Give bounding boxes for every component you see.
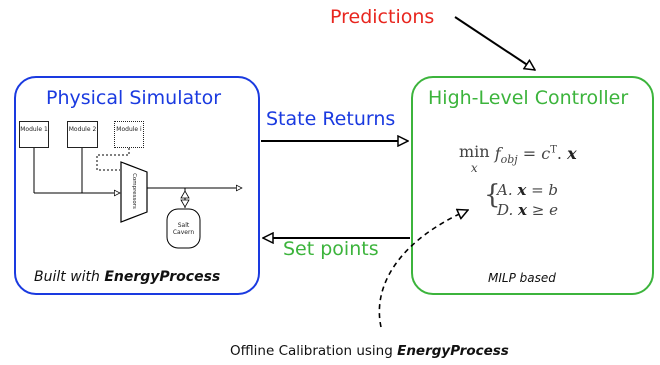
controller-caption: MILP based (488, 271, 556, 285)
module-2-label: Module 2 (68, 126, 97, 133)
module-2-box: Module 2 (67, 121, 98, 148)
physical-simulator-caption: Built with EnergyProcess (34, 269, 221, 285)
module-i-box: Module i (114, 121, 144, 148)
predictions-label: Predictions (330, 6, 435, 28)
module-i-label: Module i (116, 126, 142, 133)
module-1-box: Module 1 (19, 121, 49, 148)
predictions-arrow (454, 16, 535, 70)
high-level-controller-box (411, 76, 654, 295)
constraint-1: A. x = b (497, 181, 559, 199)
calibration-dashed-arrow (378, 210, 468, 328)
simulator-schematic (33, 148, 242, 249)
state-returns-label: State Returns (266, 108, 396, 130)
compressor-shape (120, 161, 148, 223)
physical-simulator-title: Physical Simulator (46, 87, 222, 109)
set-points-label: Set points (283, 238, 379, 260)
offline-calibration-label: Offline Calibration using EnergyProcess (230, 343, 509, 359)
constraint-2: D. x ≥ e (497, 201, 558, 219)
compressor-label: Compressors (131, 173, 137, 209)
salt-cavern-shape (166, 208, 201, 249)
high-level-controller-title: High-Level Controller (428, 87, 629, 109)
module-1-label: Module 1 (20, 126, 48, 133)
objective-formula: min x fobj = cT. x (459, 142, 577, 176)
constraint-brace: { (484, 180, 501, 210)
constraints: A. x = b D. x ≥ e (497, 180, 558, 220)
